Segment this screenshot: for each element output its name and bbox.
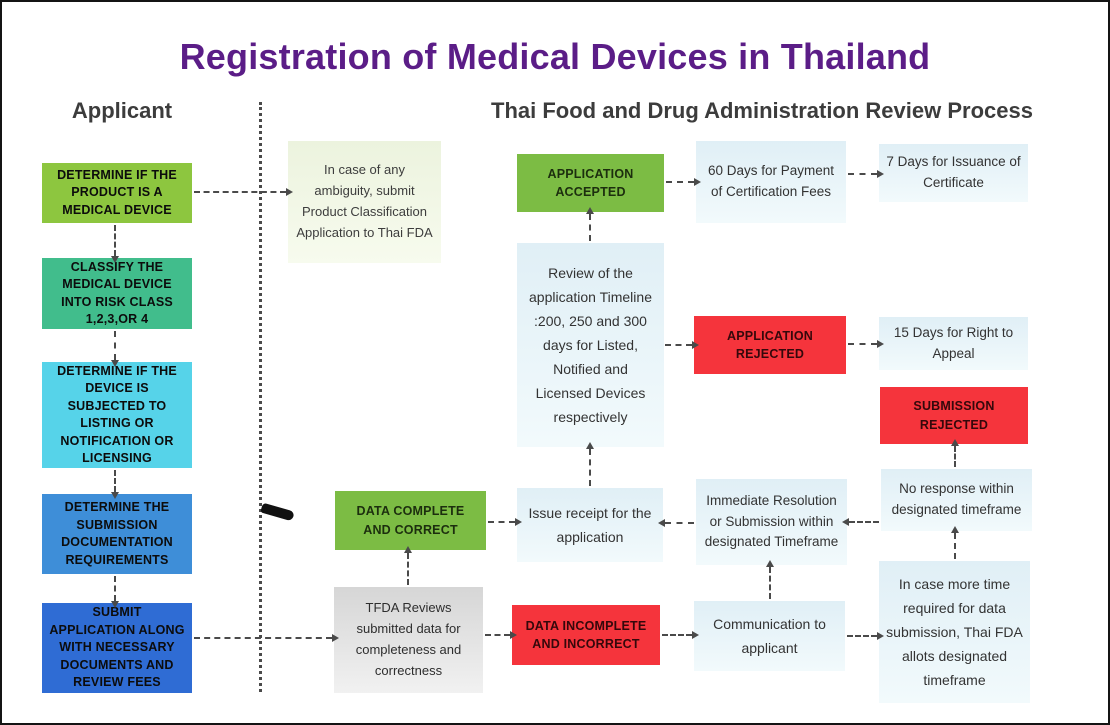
step-classify-risk-class: CLASSIFY THE MEDICAL DEVICE INTO RISK CL… xyxy=(42,258,192,329)
arrow-rejected-to-15-days xyxy=(848,340,884,348)
arrow-communication-to-more-time xyxy=(847,632,884,640)
node-immediate-resolution: Immediate Resolution or Submission withi… xyxy=(696,479,847,565)
node-issue-receipt: Issue receipt for the application xyxy=(517,488,663,562)
arrow-step4-to-step5 xyxy=(111,576,119,608)
column-header-fda-process: Thai Food and Drug Administration Review… xyxy=(491,98,1033,123)
arrow-no-response-to-submission-rejected xyxy=(951,439,959,467)
node-data-incomplete-incorrect: DATA INCOMPLETE AND INCORRECT xyxy=(512,605,660,665)
arrow-communication-to-immediate-resolution xyxy=(766,560,774,599)
arrow-review-to-rejected xyxy=(665,341,699,349)
arrow-more-time-to-no-response xyxy=(951,526,959,559)
arrow-step1-to-ambiguity xyxy=(194,188,293,196)
arrow-issue-receipt-to-review xyxy=(586,442,594,486)
node-review-timeline: Review of the application Timeline :200,… xyxy=(517,243,664,447)
page-title: Registration of Medical Devices in Thail… xyxy=(179,36,931,77)
node-submission-rejected: SUBMISSION REJECTED xyxy=(880,387,1028,444)
node-application-rejected: APPLICATION REJECTED xyxy=(694,316,846,374)
node-no-response-timeframe: No response within designated timeframe xyxy=(881,469,1032,531)
dotted-column-separator xyxy=(259,102,262,692)
arrow-review-to-accepted xyxy=(586,207,594,241)
arrow-incomplete-to-communication xyxy=(662,631,699,639)
arrow-tfda-to-data-incomplete xyxy=(485,631,517,639)
arrow-tfda-to-data-complete xyxy=(404,546,412,585)
step-submit-application: SUBMIT APPLICATION ALONG WITH NECESSARY … xyxy=(42,603,192,693)
pen-stroke-mark xyxy=(260,502,295,522)
arrow-accepted-to-60-days xyxy=(666,178,701,186)
arrow-no-response-to-immediate-resolution xyxy=(842,518,879,526)
arrow-step3-to-step4 xyxy=(111,470,119,499)
node-15-days-appeal: 15 Days for Right to Appeal xyxy=(879,317,1028,370)
arrow-step2-to-step3 xyxy=(111,331,119,367)
node-ambiguity-note: In case of any ambiguity, submit Product… xyxy=(288,141,441,263)
node-7-days-certificate: 7 Days for Issuance of Certificate xyxy=(879,144,1028,202)
node-communication-to-applicant: Communication to applicant xyxy=(694,601,845,671)
node-more-time-allotted: In case more time required for data subm… xyxy=(879,561,1030,703)
node-data-complete-correct: DATA COMPLETE AND CORRECT xyxy=(335,491,486,550)
node-tfda-reviews: TFDA Reviews submitted data for complete… xyxy=(334,587,483,693)
arrow-step1-to-step2 xyxy=(111,225,119,263)
step-determine-medical-device: DETERMINE IF THE PRODUCT IS A MEDICAL DE… xyxy=(42,163,192,223)
step-determine-documentation-requirements: DETERMINE THE SUBMISSION DOCUMENTATION R… xyxy=(42,494,192,574)
step-determine-listing-notification-licensing: DETERMINE IF THE DEVICE IS SUBJECTED TO … xyxy=(42,362,192,468)
arrow-data-complete-to-issue-receipt xyxy=(488,518,522,526)
node-60-days-payment: 60 Days for Payment of Certification Fee… xyxy=(696,141,846,223)
arrow-submit-to-tfda-reviews xyxy=(194,634,339,642)
node-application-accepted: APPLICATION ACCEPTED xyxy=(517,154,664,212)
arrow-60-days-to-7-days xyxy=(848,170,884,178)
arrow-immediate-resolution-to-issue-receipt xyxy=(658,519,694,527)
column-header-applicant: Applicant xyxy=(71,98,173,123)
